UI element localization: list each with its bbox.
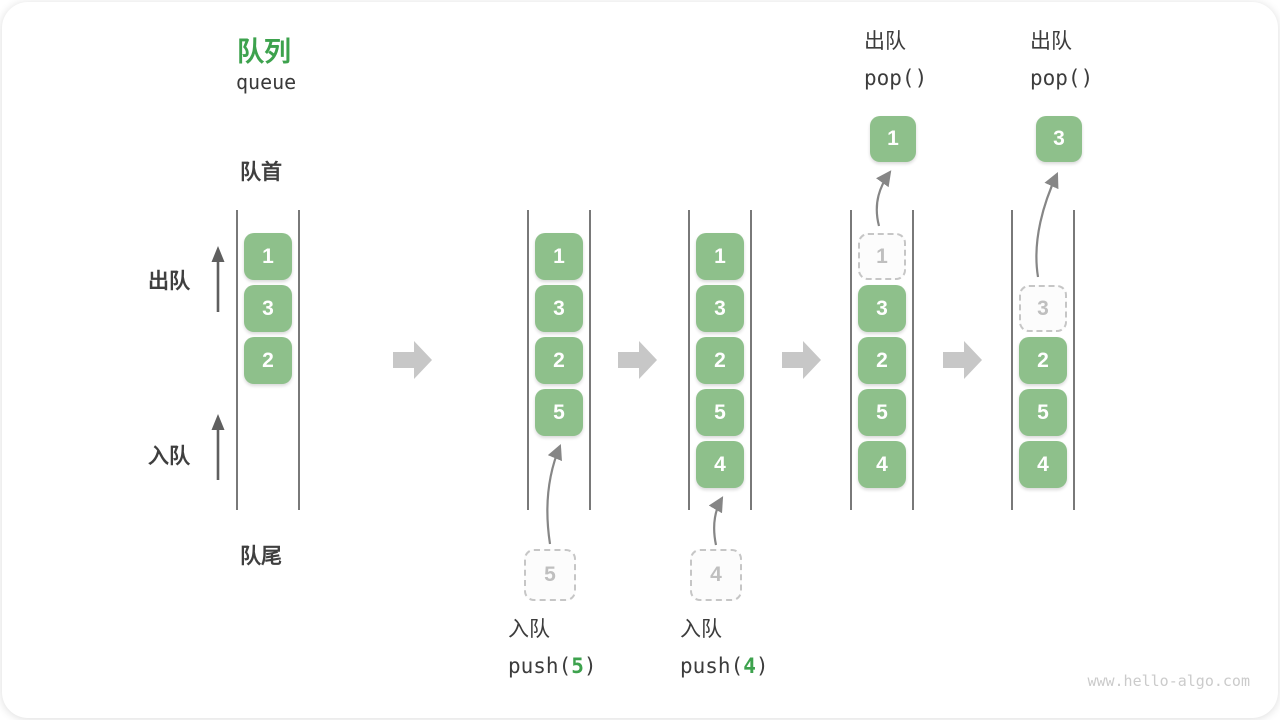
pop-arrow-icon xyxy=(1035,172,1059,278)
enqueue-caption: 入队 push(5) xyxy=(508,612,597,684)
queue-slot: 3 xyxy=(244,285,292,332)
watermark: www.hello-algo.com xyxy=(1087,672,1250,690)
queue-slot: 2 xyxy=(1019,337,1067,384)
page-subtitle: queue xyxy=(236,70,297,94)
queue-slot: 4 xyxy=(696,441,744,488)
popped-element: 3 xyxy=(1036,116,1082,162)
queue-slot: 1 xyxy=(535,233,583,280)
enqueue-caption: 入队 push(4) xyxy=(680,612,769,684)
incoming-element: 4 xyxy=(690,549,742,601)
queue-slot: 3 xyxy=(696,285,744,332)
queue-slot: 5 xyxy=(858,389,906,436)
queue-slot: 5 xyxy=(535,389,583,436)
dequeue-caption-code: pop() xyxy=(1030,66,1094,90)
queue-slot: 5 xyxy=(1019,389,1067,436)
queue-slot: 4 xyxy=(1019,441,1067,488)
dequeue-caption-code: pop() xyxy=(864,66,928,90)
queue-slot: 2 xyxy=(244,337,292,384)
popped-element: 1 xyxy=(870,116,916,162)
queue-slot: 5 xyxy=(696,389,744,436)
direction-up-arrowhead-icon xyxy=(211,246,225,262)
queue-slot: 2 xyxy=(858,337,906,384)
dequeue-caption: 出队 pop() xyxy=(864,24,927,96)
queue-slot-removed: 1 xyxy=(858,233,906,280)
queue-slot: 4 xyxy=(858,441,906,488)
enqueue-caption-code: push(5) xyxy=(508,654,597,678)
queue-slot-removed: 3 xyxy=(1019,285,1067,332)
direction-up-arrowhead-icon xyxy=(211,414,225,430)
pop-arrow-icon xyxy=(875,170,892,227)
enqueue-caption-code: push(4) xyxy=(680,654,769,678)
label-dequeue: 出队 xyxy=(148,270,190,293)
state-transition-arrow-icon xyxy=(943,341,982,379)
state-transition-arrow-icon xyxy=(782,341,821,379)
label-queue-rear: 队尾 xyxy=(240,545,282,568)
enqueue-caption-arg: 4 xyxy=(743,654,756,678)
queue-slot: 2 xyxy=(696,337,744,384)
state-transition-arrow-icon xyxy=(393,341,432,379)
incoming-element: 5 xyxy=(524,549,576,601)
label-queue-front: 队首 xyxy=(240,161,282,184)
enqueue-caption-label: 入队 xyxy=(508,618,550,641)
push-arrow-icon xyxy=(546,443,562,545)
queue-slot: 2 xyxy=(535,337,583,384)
enqueue-caption-arg: 5 xyxy=(571,654,584,678)
queue-slot: 1 xyxy=(244,233,292,280)
queue-slot: 1 xyxy=(696,233,744,280)
queue-slot: 3 xyxy=(535,285,583,332)
dequeue-caption-label: 出队 xyxy=(864,30,906,53)
enqueue-caption-label: 入队 xyxy=(680,618,722,641)
dequeue-caption: 出队 pop() xyxy=(1030,24,1093,96)
dequeue-caption-label: 出队 xyxy=(1030,30,1072,53)
page-title: 队列 xyxy=(237,37,291,67)
state-transition-arrow-icon xyxy=(618,341,657,379)
queue-slot: 3 xyxy=(858,285,906,332)
label-enqueue: 入队 xyxy=(148,445,190,468)
push-arrow-icon xyxy=(708,496,724,546)
